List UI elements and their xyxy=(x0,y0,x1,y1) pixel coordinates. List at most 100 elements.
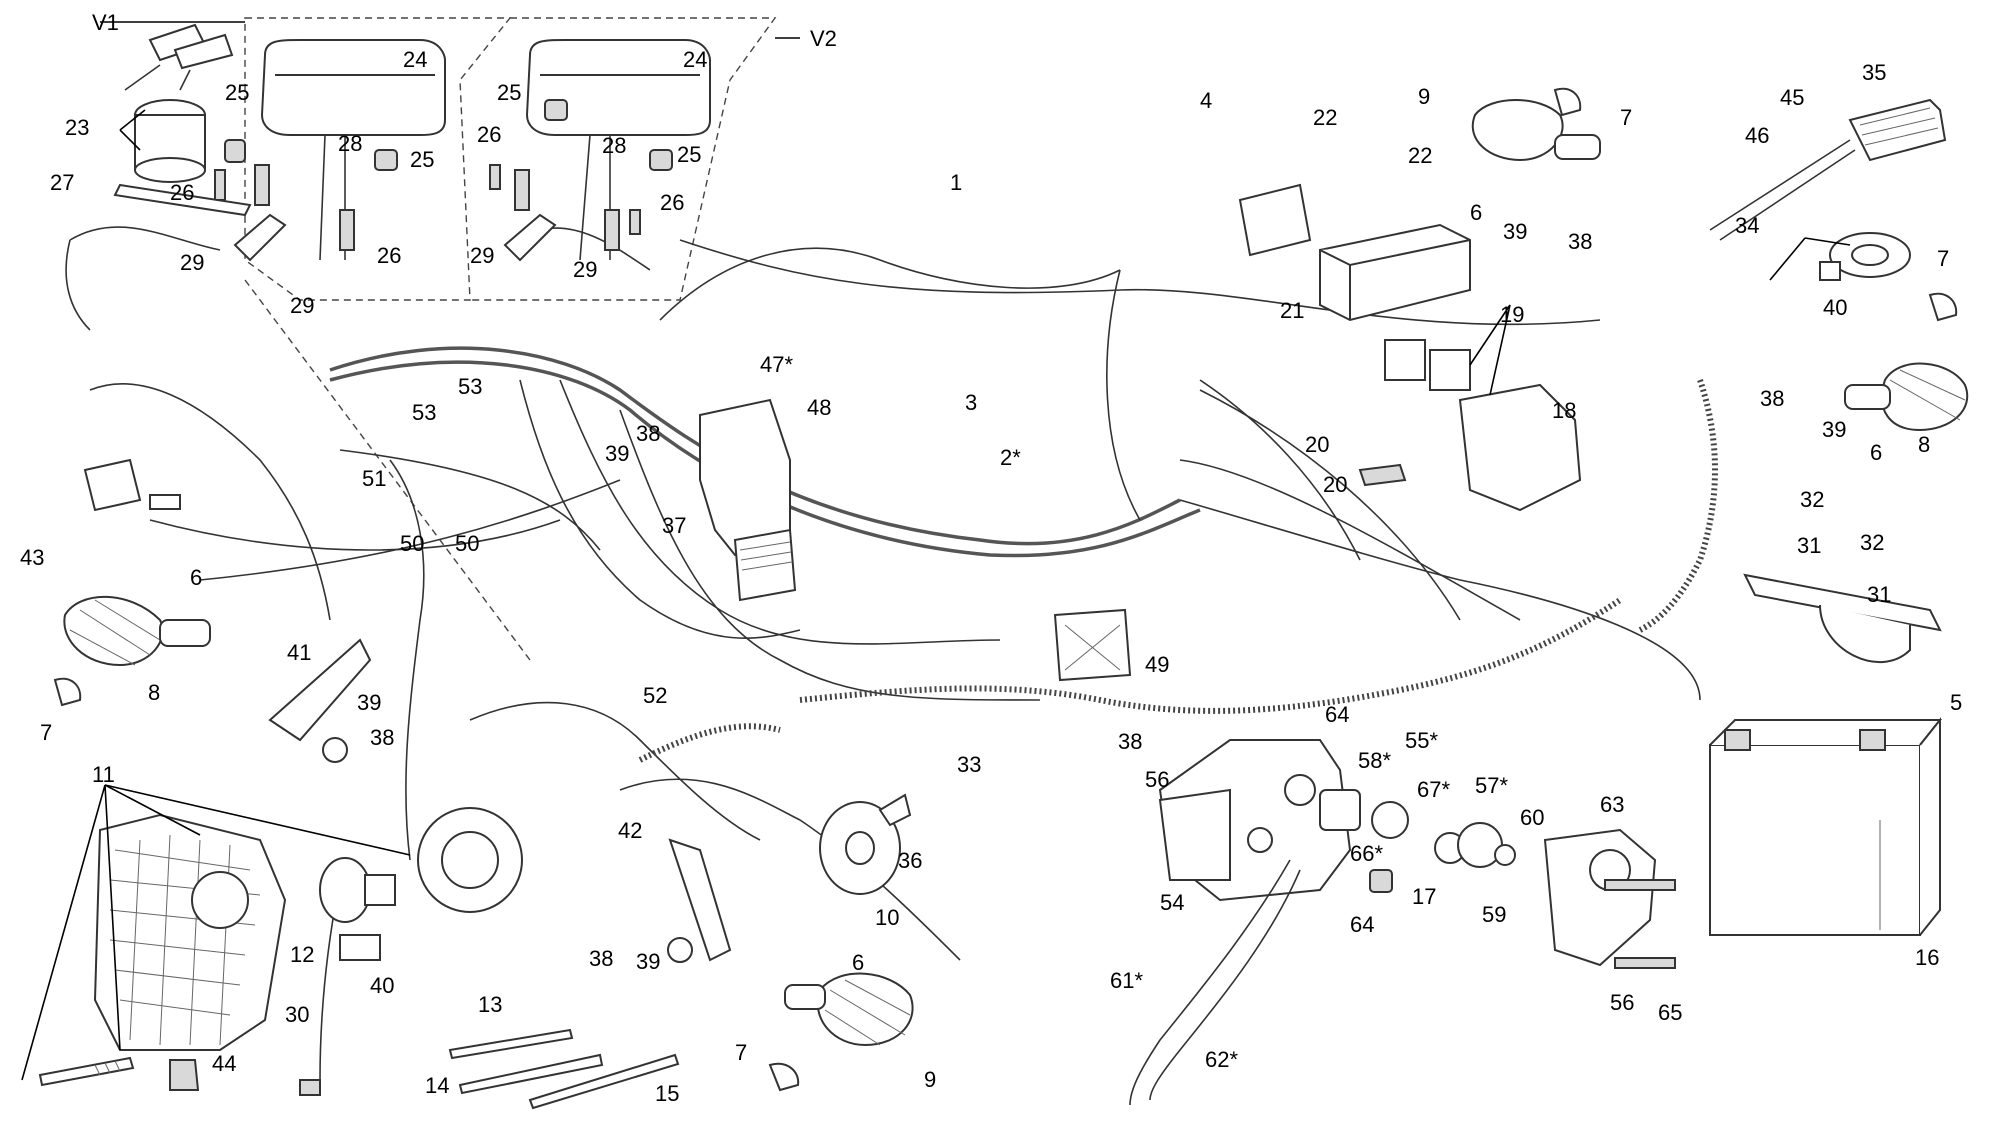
battery xyxy=(1709,717,1943,936)
callout-39e: 39 xyxy=(636,949,660,974)
callout-53b: 53 xyxy=(412,400,436,425)
callout-28b: 28 xyxy=(602,133,626,158)
callout-6a: 6 xyxy=(190,565,202,590)
callout-22b: 22 xyxy=(1408,143,1432,168)
callout-9b: 9 xyxy=(924,1067,936,1092)
callout-1: 1 xyxy=(950,170,962,195)
instrument-cluster-v2 xyxy=(503,39,711,262)
turn-signal-front-left xyxy=(53,595,211,707)
callout-56b: 56 xyxy=(1610,990,1634,1015)
callout-21: 21 xyxy=(1280,298,1304,323)
callout-28a: 28 xyxy=(338,131,362,156)
callout-31b: 31 xyxy=(1867,582,1891,607)
variant-frames xyxy=(100,17,800,661)
callout-17: 17 xyxy=(1412,884,1436,909)
headlight-bulb-socket xyxy=(299,807,523,1096)
variant-label-v2: V2 xyxy=(810,26,837,51)
callout-59: 59 xyxy=(1482,902,1506,927)
ecu xyxy=(699,398,797,602)
callout-30: 30 xyxy=(285,1002,309,1027)
callout-39a: 39 xyxy=(605,441,629,466)
callout-38e: 38 xyxy=(589,946,613,971)
callout-26a: 26 xyxy=(170,180,194,205)
callout-38f: 38 xyxy=(1118,729,1142,754)
callout-13: 13 xyxy=(478,992,502,1017)
spiral-conduits xyxy=(638,379,1718,763)
callout-40b: 40 xyxy=(370,973,394,998)
callout-52: 52 xyxy=(643,683,667,708)
callout-25d: 25 xyxy=(677,142,701,167)
callout-7c: 7 xyxy=(40,720,52,745)
callout-50b: 50 xyxy=(455,531,479,556)
callout-10: 10 xyxy=(875,905,899,930)
callout-36: 36 xyxy=(898,848,922,873)
callout-55: 55* xyxy=(1405,728,1438,753)
callout-15: 15 xyxy=(655,1081,679,1106)
connector-43 xyxy=(83,458,181,512)
callout-6b: 6 xyxy=(1470,200,1482,225)
callout-54: 54 xyxy=(1160,890,1184,915)
callout-25a: 25 xyxy=(225,80,249,105)
callout-32b: 32 xyxy=(1860,530,1884,555)
horn xyxy=(819,793,912,895)
callout-11: 11 xyxy=(92,762,115,787)
callout-6c: 6 xyxy=(1870,440,1882,465)
callout-2: 2* xyxy=(1000,445,1021,470)
callout-50a: 50 xyxy=(400,531,424,556)
instrument-cluster-v1 xyxy=(233,39,446,262)
headlight-assembly xyxy=(38,813,287,1091)
callout-40a: 40 xyxy=(1823,295,1847,320)
callout-41: 41 xyxy=(287,640,311,665)
callout-3: 3 xyxy=(965,390,977,415)
callout-49: 49 xyxy=(1145,652,1169,677)
callout-4: 4 xyxy=(1200,88,1212,113)
ignition-switch xyxy=(113,23,252,217)
callout-39d: 39 xyxy=(357,690,381,715)
callout-8a: 8 xyxy=(148,680,160,705)
callout-66: 66* xyxy=(1350,841,1383,866)
callout-24a: 24 xyxy=(403,47,427,72)
callout-38b: 38 xyxy=(1568,229,1592,254)
callout-64b: 64 xyxy=(1350,912,1374,937)
callout-25b: 25 xyxy=(410,147,434,172)
callout-16: 16 xyxy=(1915,945,1939,970)
starter-relay xyxy=(1358,339,1582,512)
leader-lines xyxy=(21,109,1851,1081)
callout-43: 43 xyxy=(20,545,44,570)
callout-45: 45 xyxy=(1780,85,1804,110)
cable-ties xyxy=(448,1028,680,1110)
turn-signal-rear-right xyxy=(768,972,914,1092)
license-plate-light xyxy=(1819,232,1911,281)
callout-6d: 6 xyxy=(852,950,864,975)
turn-signal-front-right xyxy=(1844,292,1969,432)
callout-62: 62* xyxy=(1205,1047,1238,1072)
callout-27: 27 xyxy=(50,170,74,195)
abs-unit xyxy=(1158,739,1657,967)
callout-31a: 31 xyxy=(1797,533,1821,558)
callout-29d: 29 xyxy=(573,257,597,282)
callout-9a: 9 xyxy=(1418,84,1430,109)
callout-37: 37 xyxy=(662,513,686,538)
regulator-21 xyxy=(1238,183,1471,322)
callout-56a: 56 xyxy=(1145,767,1169,792)
callout-57: 57* xyxy=(1475,773,1508,798)
callout-39b: 39 xyxy=(1503,219,1527,244)
callout-46: 46 xyxy=(1745,123,1769,148)
turn-signal-rear-top xyxy=(1471,87,1601,162)
callout-47: 47* xyxy=(760,352,793,377)
callout-67: 67* xyxy=(1417,777,1450,802)
callout-26c: 26 xyxy=(477,122,501,147)
callout-58: 58* xyxy=(1358,748,1391,773)
callout-8b: 8 xyxy=(1918,432,1930,457)
callout-22a: 22 xyxy=(1313,105,1337,130)
callout-38c: 38 xyxy=(1760,386,1784,411)
battery-bracket xyxy=(1743,573,1942,663)
callout-20a: 20 xyxy=(1305,432,1329,457)
relay-49 xyxy=(1053,608,1132,682)
callout-labels: V1 V2 1 2* 3 4 5 6 6 6 6 7 7 7 7 8 8 9 9… xyxy=(20,10,1962,1106)
callout-38a: 38 xyxy=(636,421,660,446)
callout-29c: 29 xyxy=(470,243,494,268)
abs-internal-parts xyxy=(1319,789,1676,969)
callout-18: 18 xyxy=(1552,398,1576,423)
